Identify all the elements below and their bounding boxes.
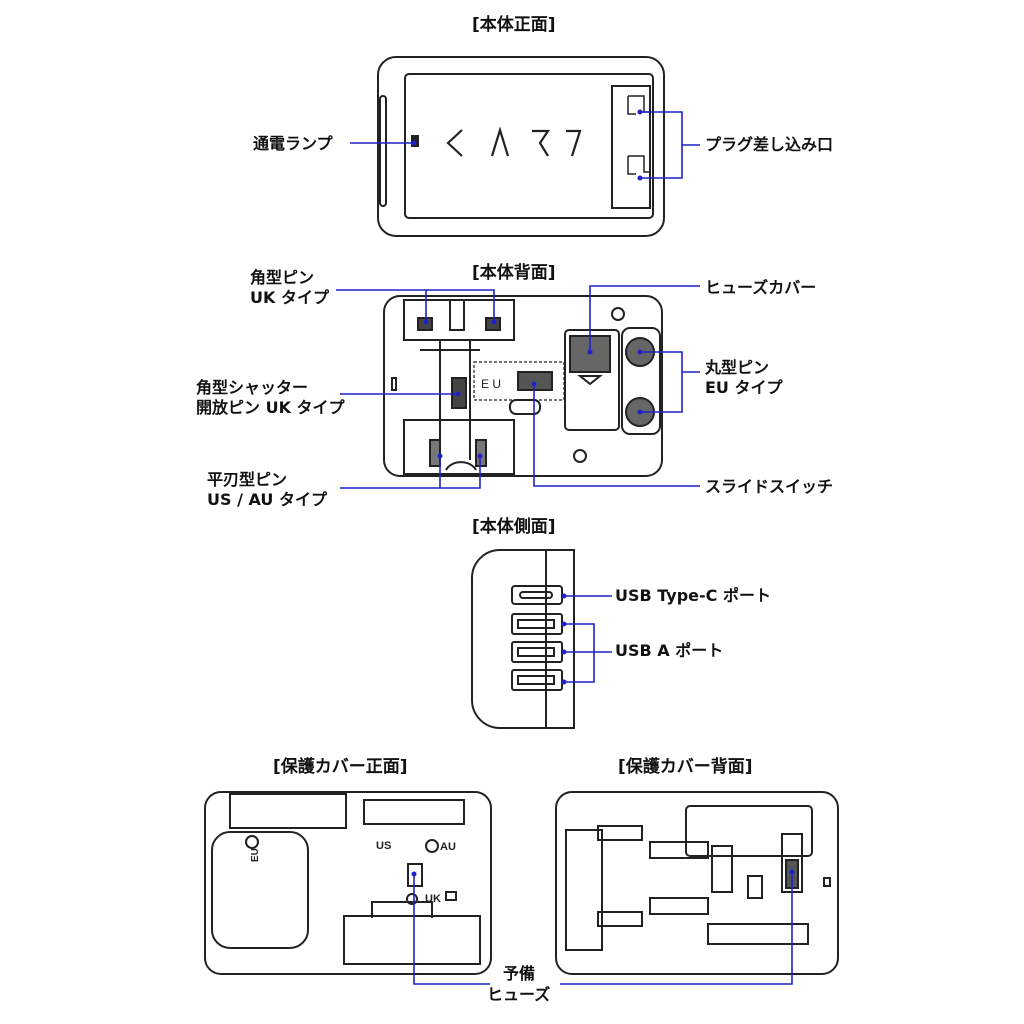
cover-front-title: [保護カバー正面] [273, 757, 408, 777]
side-title: [本体側面] [472, 517, 556, 537]
shutter-label-1: 角型シャッター [196, 378, 309, 397]
plug-inlet-label: プラグ差し込み口 [705, 135, 834, 154]
spare-fuse-label-1: 予備 [503, 964, 536, 983]
front-body [377, 56, 665, 237]
spare-fuse-label-2: ヒューズ [487, 985, 551, 1004]
cover-au-mark: AU [440, 841, 456, 853]
us-pin-label-2: US / AU タイプ [207, 490, 327, 509]
cover-us-mark: US [376, 840, 391, 852]
cover-uk-mark: UK [425, 893, 441, 905]
cover-front [204, 791, 492, 975]
us-pin-label-1: 平刃型ピン [207, 470, 288, 489]
uk-pin-label-2: UK タイプ [250, 288, 329, 307]
eu-pin-label-2: EU タイプ [705, 378, 783, 397]
cover-eu-mark: EU [250, 848, 261, 862]
usb-c-label: USB Type-C ポート [615, 586, 771, 605]
card-logo [446, 126, 582, 157]
back-body [383, 295, 663, 477]
uk-pin-label-1: 角型ピン [250, 268, 315, 287]
slide-switch-label: スライドスイッチ [705, 477, 834, 496]
cover-back [555, 791, 839, 975]
fuse-cover-label: ヒューズカバー [705, 278, 817, 297]
lamp-label: 通電ランプ [253, 134, 333, 153]
leader-lines [336, 111, 793, 985]
shutter-label-2: 開放ピン UK タイプ [196, 398, 345, 417]
switch-eu-text: E U [481, 377, 501, 391]
cover-back-title: [保護カバー背面] [618, 757, 753, 777]
back-title: [本体背面] [472, 263, 556, 283]
side-body [471, 549, 575, 729]
leader-dots [411, 109, 795, 877]
eu-pin-label-1: 丸型ピン [705, 358, 770, 377]
front-title: [本体正面] [472, 15, 556, 35]
usb-a-label: USB A ポート [615, 641, 724, 660]
